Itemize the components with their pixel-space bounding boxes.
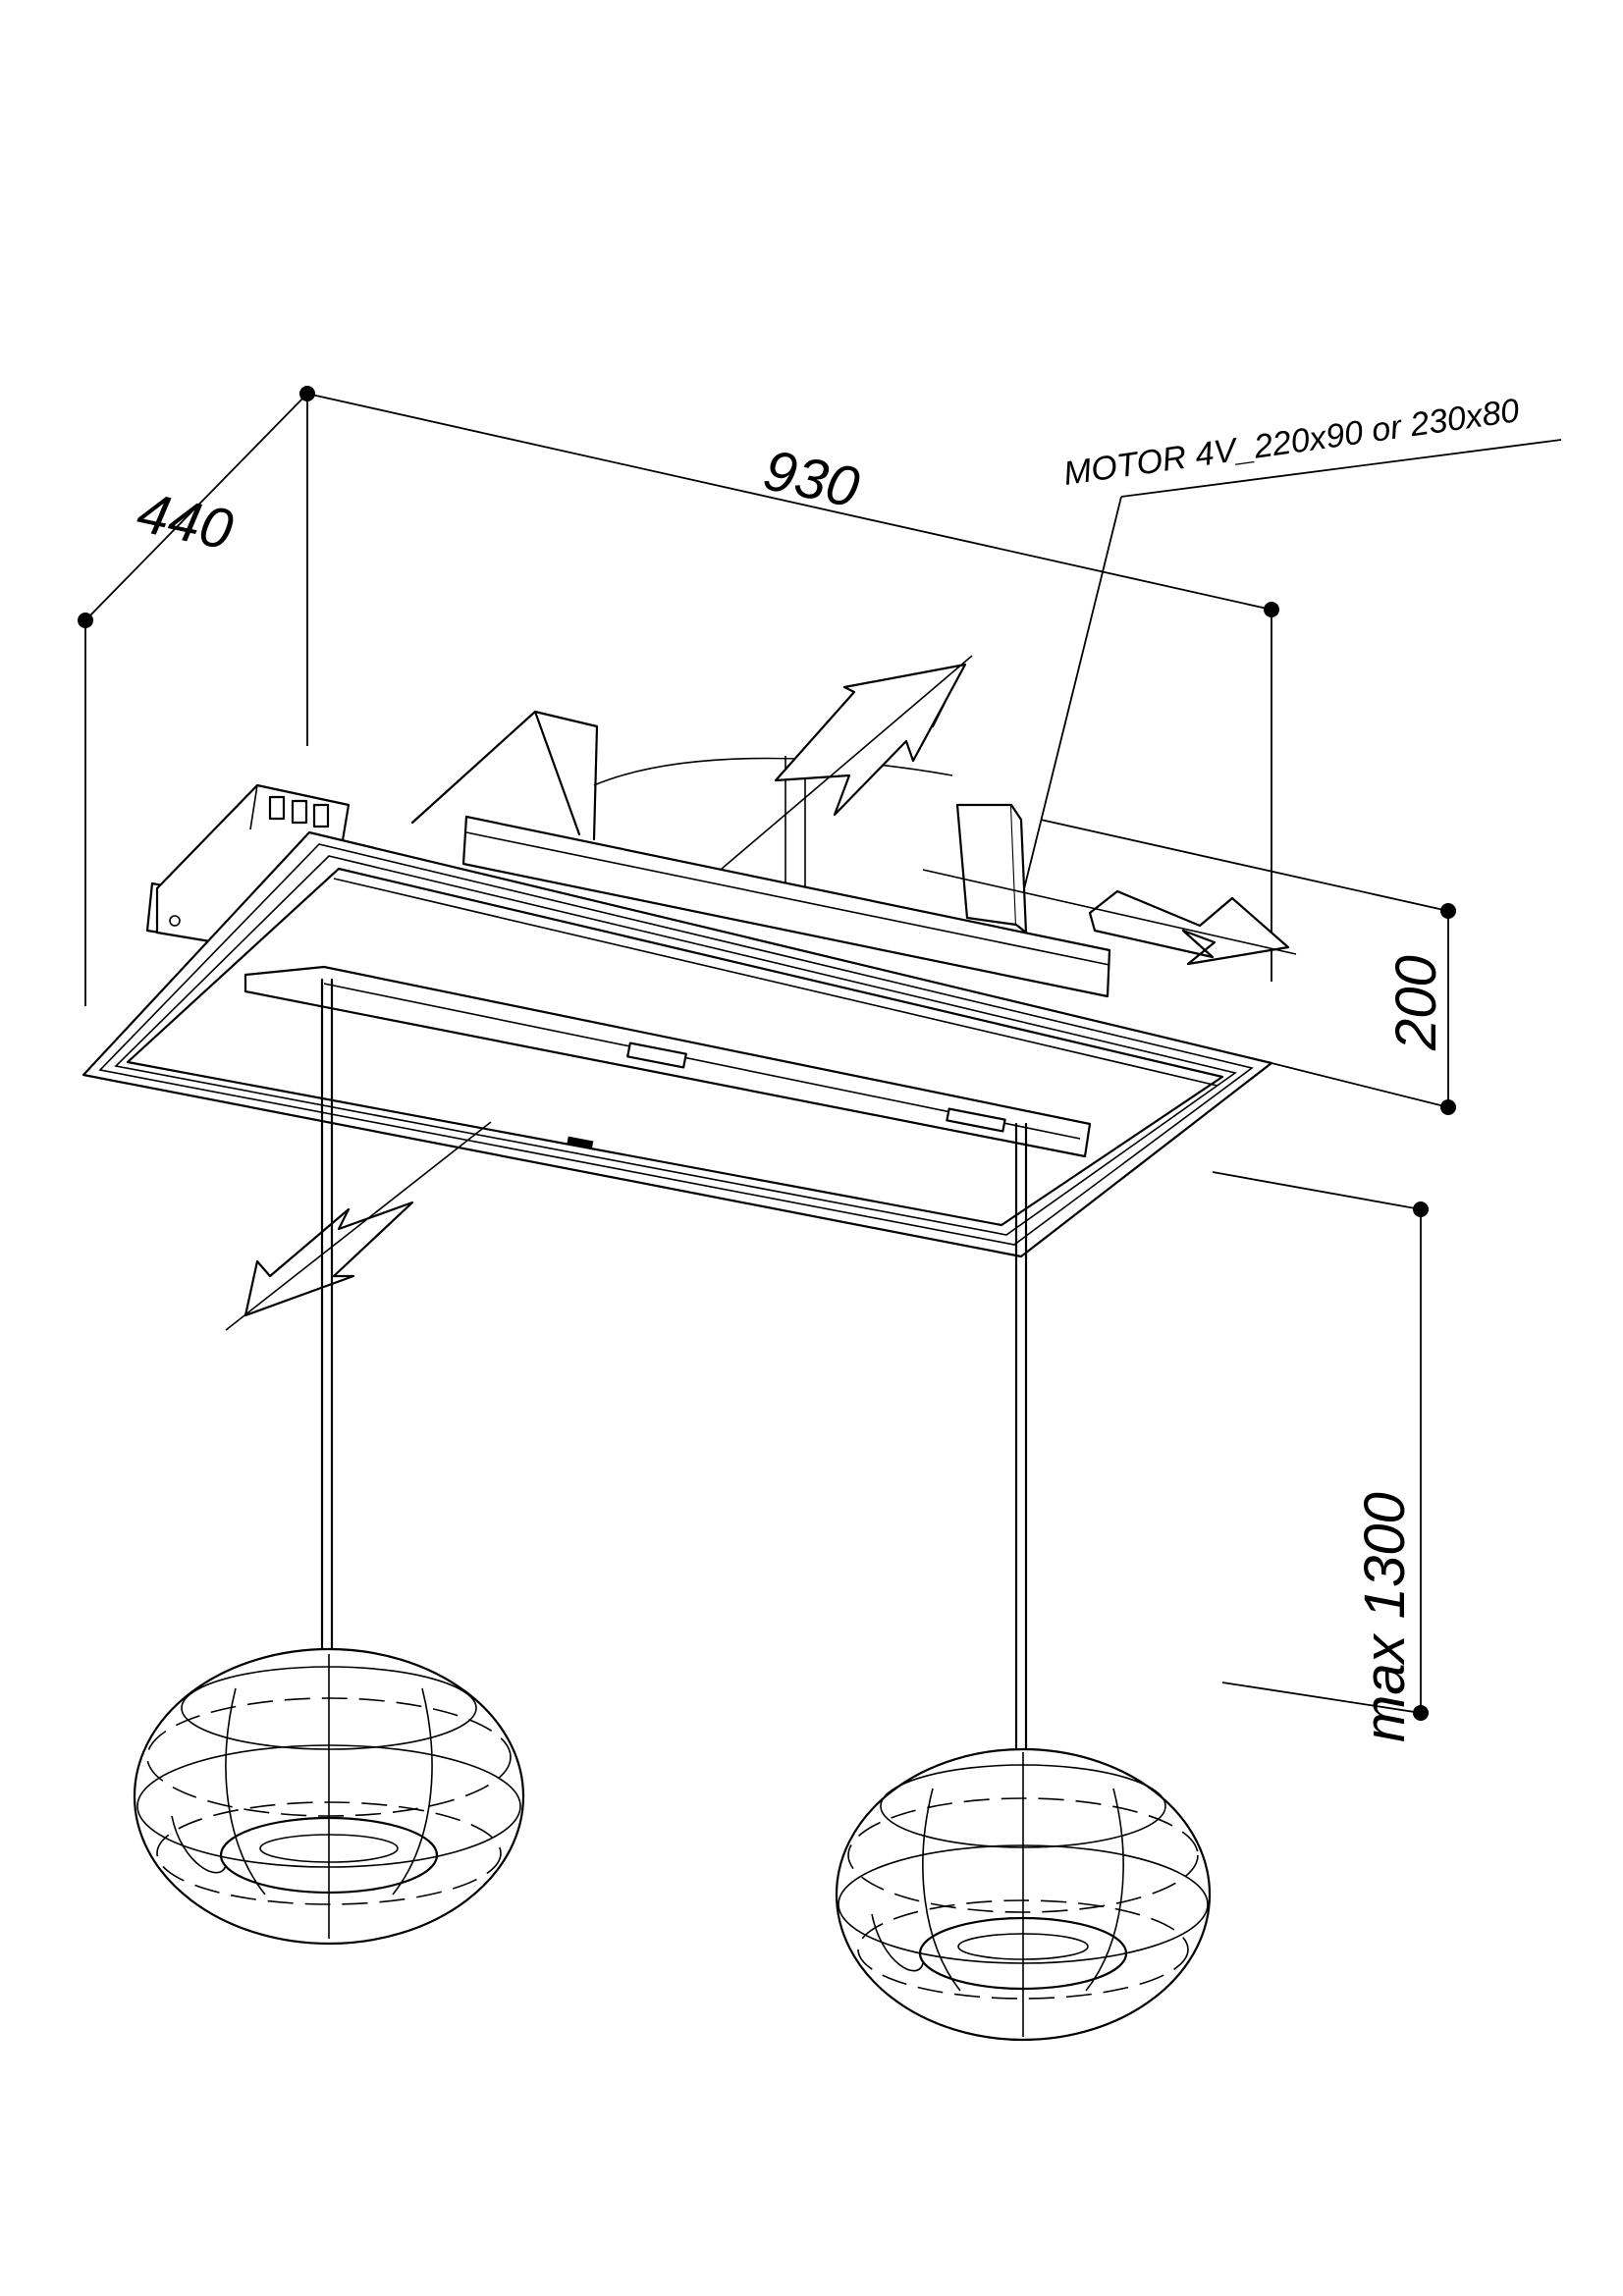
panel-line [333, 878, 1218, 1087]
drop-extension-top [1212, 1171, 1422, 1210]
arrow-guide [721, 655, 973, 870]
exhaust-arrow-up [774, 663, 967, 817]
width-label: 930 [758, 438, 864, 520]
dimension-dot [1440, 1099, 1456, 1115]
dimension-dot [1264, 602, 1279, 617]
lamp-cable-loop [871, 1913, 924, 1972]
airflow-arrows [225, 655, 1297, 1331]
motor-leader-line [1015, 496, 1122, 922]
pendant-lamp-left [133, 1647, 525, 1946]
dimension-dot [1413, 1705, 1429, 1721]
top-rail [461, 815, 1111, 998]
frame-inner-2 [114, 855, 1237, 1236]
dimension-dot [78, 613, 93, 628]
duct-right-upright [955, 803, 1018, 927]
exhaust-arrow-down [243, 1201, 414, 1317]
drop-label: max 1300 [1353, 1492, 1417, 1742]
drop-extension-bottom [1221, 1682, 1422, 1714]
light-module [946, 1107, 1006, 1133]
brand-badge [567, 1136, 594, 1148]
motor-label: MOTOR 4V_220x90 or 230x80 [1061, 392, 1522, 493]
suspension-cables [320, 978, 1028, 1754]
glass-panel [126, 867, 1224, 1227]
duct-left-wall [410, 710, 599, 841]
arrow-guide [922, 869, 1297, 955]
lamp-meridian [225, 1687, 266, 1896]
exhaust-arrow-right [1088, 889, 1290, 966]
box-edge [249, 784, 258, 830]
screw [169, 915, 181, 927]
depth-label: 440 [132, 480, 238, 562]
lamp-meridian [1085, 1788, 1124, 1992]
width-dimension-line [306, 393, 1272, 611]
depth-dimension-line [84, 393, 308, 621]
dimension-dot [1413, 1201, 1429, 1217]
terminal [291, 799, 308, 825]
motor-leader-underline [1120, 439, 1562, 498]
terminal [268, 795, 286, 821]
height-extension-bottom [1271, 1062, 1449, 1108]
height-label: 200 [1384, 955, 1448, 1051]
terminal [312, 803, 330, 828]
light-module [626, 1041, 687, 1069]
height-extension-top [1040, 819, 1449, 912]
dimension-dot [1440, 903, 1456, 919]
dimension-lines [78, 386, 1562, 1721]
duct-fold [533, 710, 581, 836]
rail-line [465, 831, 1110, 966]
lamp-meridian [392, 1687, 433, 1896]
upright-side [1009, 803, 1028, 934]
pendant-lamp-right [835, 1747, 1212, 2042]
hood-housing [81, 710, 1273, 1258]
frame-inner-1 [98, 843, 1254, 1246]
lamp-meridian [922, 1788, 961, 1992]
lamp-cable-loop [171, 1815, 227, 1874]
motor-arc [593, 757, 953, 786]
arrow-guide [225, 1121, 492, 1331]
